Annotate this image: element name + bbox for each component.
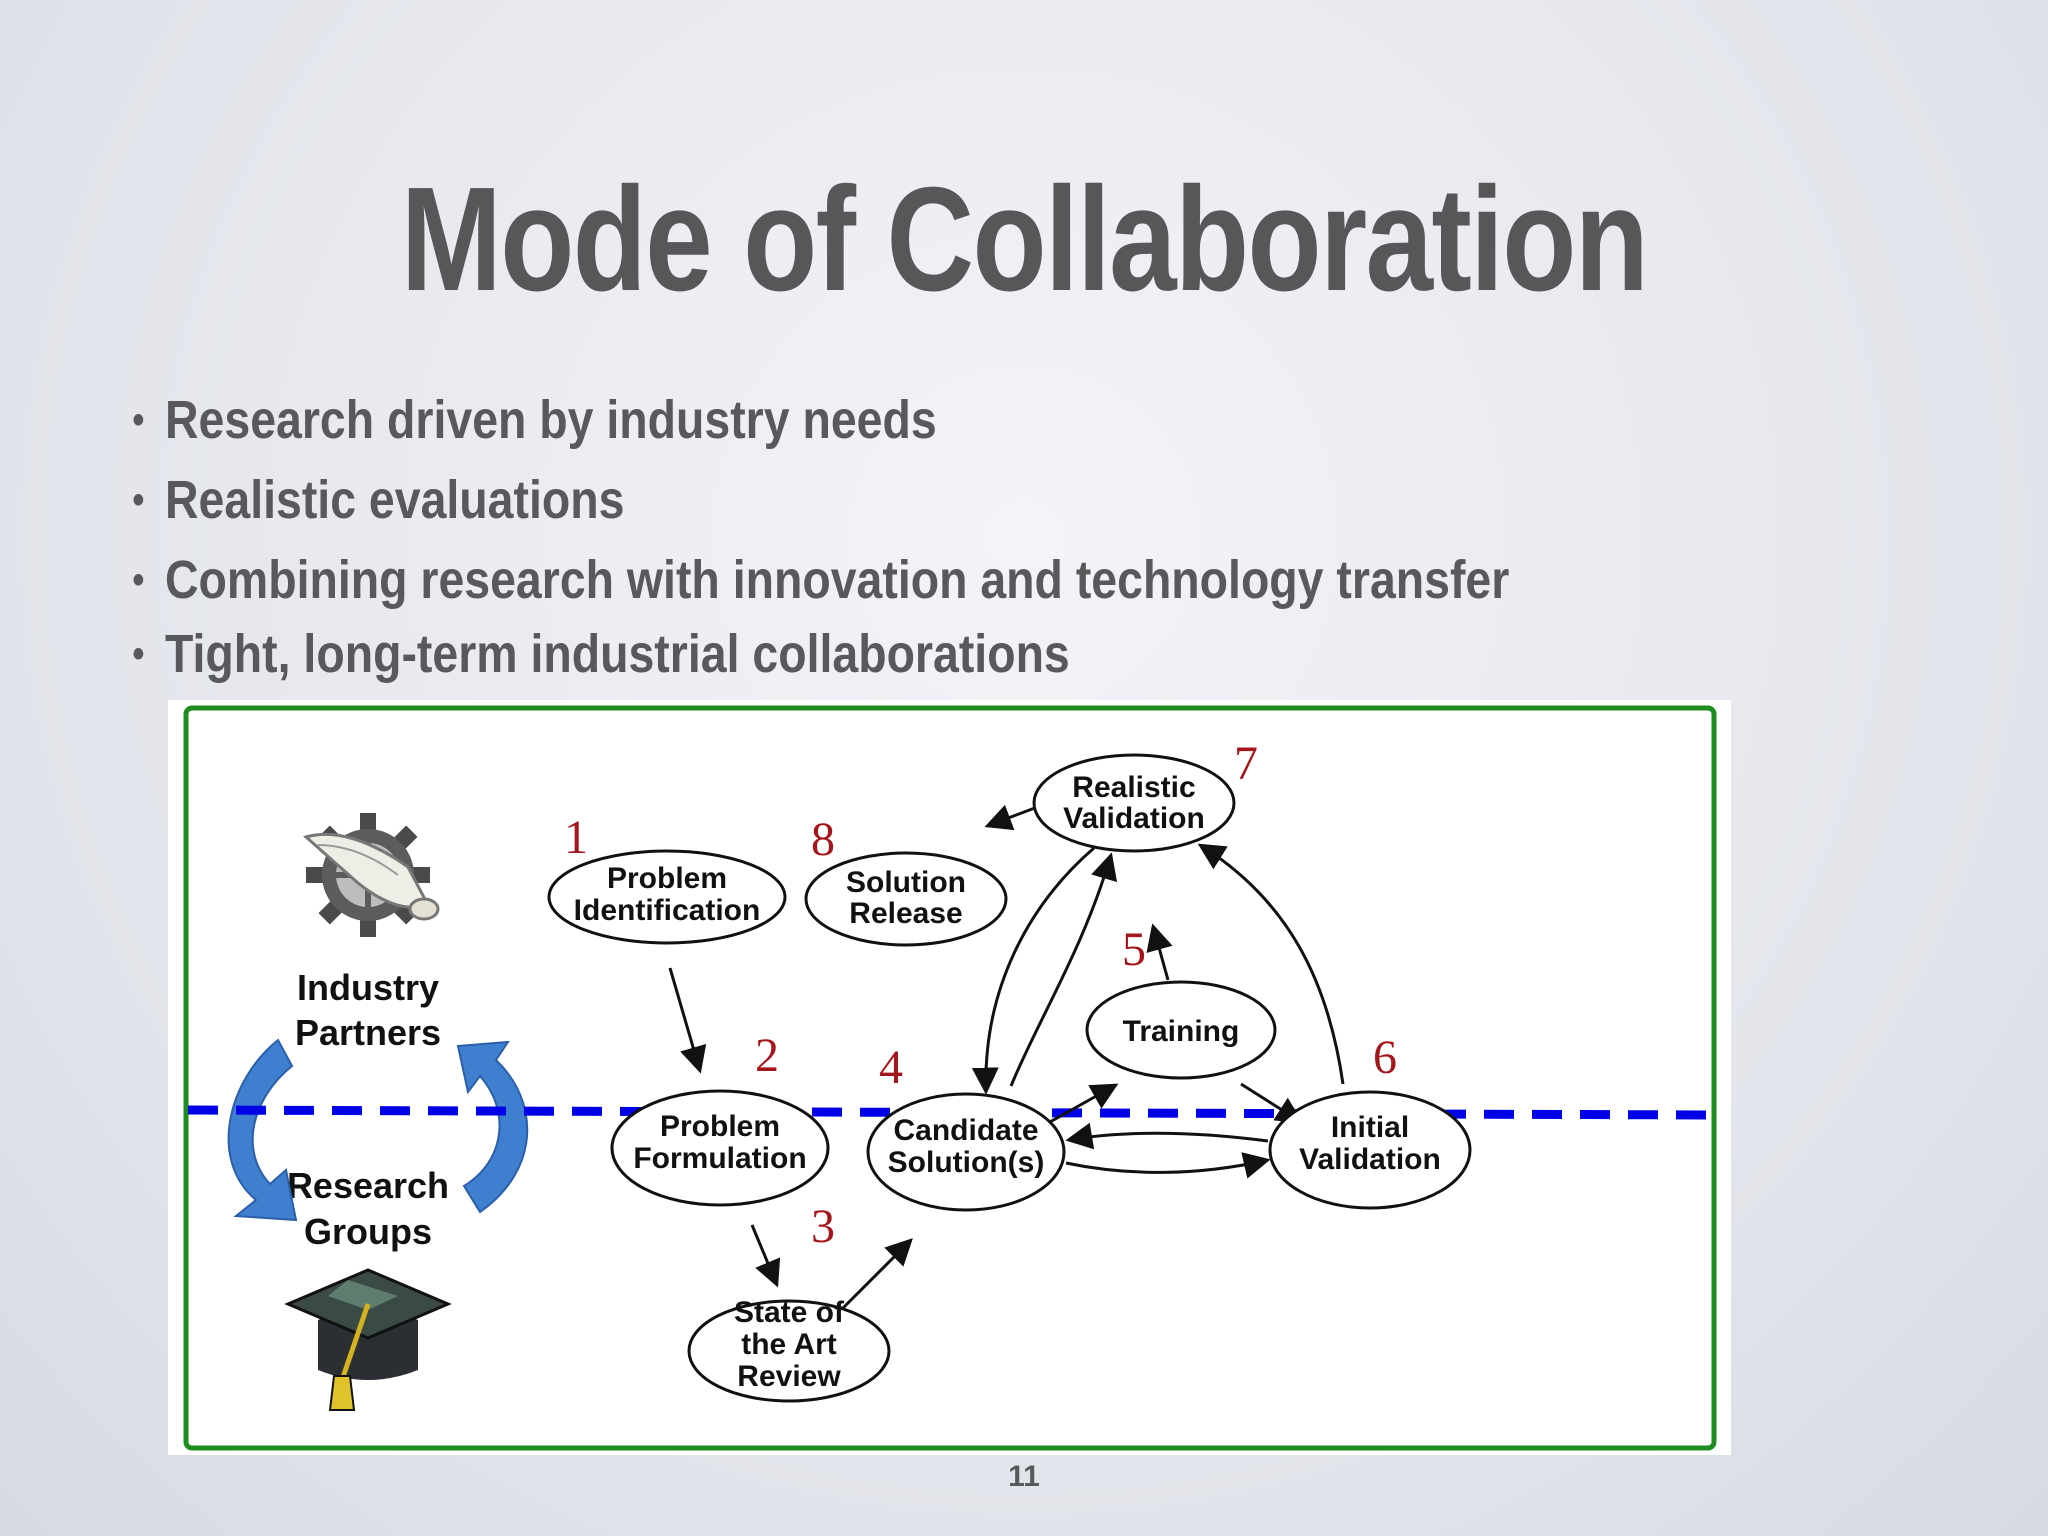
bullet-text: Research driven by industry needs — [165, 390, 937, 450]
edge-identification-formulation — [668, 967, 707, 1074]
svg-text:the Art: the Art — [741, 1328, 837, 1361]
bullet-item: • Realistic evaluations — [132, 460, 1509, 540]
step-number: 3 — [811, 1200, 835, 1253]
diagram-edges — [668, 798, 1345, 1310]
page-number: 11 — [1008, 1460, 1040, 1493]
edge-training-realistic — [1146, 923, 1173, 981]
step-number: 7 — [1234, 737, 1258, 790]
bullet-text: Realistic evaluations — [165, 470, 625, 530]
bullet-dot-icon: • — [132, 558, 145, 602]
node-state-of-the-art-review: State of the Art Review — [687, 1296, 891, 1403]
node-solution-release: Solution Release — [804, 851, 1008, 947]
svg-text:Formulation: Formulation — [633, 1142, 806, 1175]
svg-text:Candidate: Candidate — [893, 1114, 1038, 1147]
bullet-item: • Tight, long-term industrial collaborati… — [132, 614, 1509, 694]
node-realistic-validation: Realistic Validation — [1032, 753, 1236, 853]
step-number: 6 — [1373, 1031, 1397, 1084]
svg-text:Training: Training — [1123, 1015, 1240, 1048]
step-number: 5 — [1122, 923, 1146, 976]
collaboration-diagram: Industry Partners Research Groups — [168, 700, 1731, 1455]
edge-formulation-stateofart — [750, 1224, 781, 1288]
edge-candidate-initial — [1065, 1152, 1271, 1179]
graduation-cap-icon — [284, 1268, 452, 1411]
edge-stateofart-candidate — [841, 1238, 913, 1310]
edge-candidate-realistic — [1009, 852, 1118, 1087]
industry-label: Industry — [297, 967, 439, 1008]
bullet-dot-icon: • — [132, 632, 145, 676]
industry-research-divider — [187, 1105, 1717, 1120]
svg-text:Review: Review — [737, 1360, 841, 1393]
cycle-arrow-left-icon — [227, 1038, 298, 1222]
step-number: 8 — [811, 813, 835, 866]
step-number: 1 — [564, 811, 588, 864]
bullet-dot-icon: • — [132, 478, 145, 522]
industry-label: Partners — [295, 1012, 441, 1053]
svg-text:Solution(s): Solution(s) — [888, 1146, 1045, 1179]
edge-initial-realistic — [1197, 843, 1345, 1085]
svg-text:Problem: Problem — [607, 862, 727, 895]
svg-text:Initial: Initial — [1331, 1111, 1409, 1144]
svg-text:Realistic: Realistic — [1072, 771, 1195, 804]
edge-realistic-candidate — [971, 846, 1095, 1095]
node-training: Training — [1085, 980, 1277, 1080]
research-label: Research — [287, 1165, 449, 1206]
svg-text:Problem: Problem — [660, 1110, 780, 1143]
node-initial-validation: Initial Validation — [1268, 1090, 1472, 1210]
node-problem-identification: Problem Identification — [547, 849, 787, 945]
step-number: 4 — [879, 1041, 903, 1094]
cycle-arrow-right-icon — [456, 1040, 529, 1214]
svg-text:Identification: Identification — [574, 894, 761, 927]
bullet-text: Combining research with innovation and t… — [165, 550, 1510, 610]
bullet-list: • Research driven by industry needs • Real… — [132, 380, 1728, 694]
svg-text:Validation: Validation — [1063, 802, 1205, 835]
diagram-border — [183, 705, 1717, 1451]
diagram-canvas: Industry Partners Research Groups — [183, 705, 1717, 1451]
edge-initial-candidate — [1065, 1122, 1269, 1150]
bullet-dot-icon: • — [132, 398, 145, 442]
research-label: Groups — [304, 1211, 432, 1252]
svg-text:Release: Release — [849, 897, 962, 930]
bullet-item: • Research driven by industry needs — [132, 380, 1509, 460]
bullet-item: • Combining research with innovation and … — [132, 540, 1510, 620]
node-candidate-solutions: Candidate Solution(s) — [866, 1092, 1066, 1212]
bullet-text: Tight, long-term industrial collaboratio… — [165, 624, 1070, 684]
slide-title: Mode of Collaboration — [400, 157, 1649, 322]
svg-text:State of: State of — [734, 1296, 845, 1329]
node-problem-formulation: Problem Formulation — [610, 1089, 830, 1207]
svg-text:Solution: Solution — [846, 866, 966, 899]
gear-scroll-icon — [302, 813, 440, 937]
svg-text:Validation: Validation — [1299, 1143, 1441, 1176]
step-number: 2 — [755, 1029, 779, 1082]
